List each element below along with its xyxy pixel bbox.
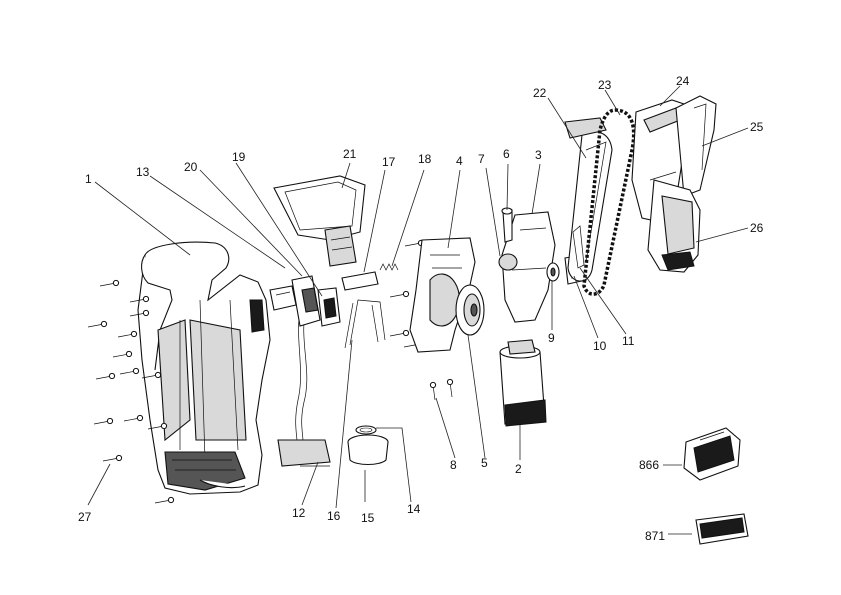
part-17-pin — [341, 271, 379, 291]
label-871: 871 — [645, 529, 665, 543]
part-6-bolt — [501, 207, 513, 243]
part-20-trigger — [291, 275, 321, 327]
part-8-screws — [429, 378, 454, 401]
leader-lines — [87, 85, 749, 535]
part-22-guide-bar — [564, 117, 613, 282]
label-17: 17 — [382, 155, 396, 169]
part-9-washer — [546, 262, 560, 282]
label-18: 18 — [418, 152, 432, 166]
screws-group — [87, 239, 425, 504]
part-3-drive-cover — [501, 211, 556, 323]
battery-871 — [695, 513, 749, 545]
label-19: 19 — [232, 150, 246, 164]
part-labels: 1 13 20 19 21 17 18 4 7 6 3 22 23 24 25 … — [78, 74, 764, 543]
label-14: 14 — [407, 502, 421, 516]
label-16: 16 — [327, 509, 341, 523]
part-16-bracket — [344, 299, 386, 349]
label-9: 9 — [548, 331, 555, 345]
part-26-guard — [647, 179, 701, 273]
label-26: 26 — [750, 221, 764, 235]
label-13: 13 — [136, 165, 150, 179]
battery-866 — [683, 427, 741, 481]
part-2-motor — [499, 339, 547, 440]
part-5-sprocket — [455, 284, 485, 336]
part-1-housing — [137, 241, 271, 495]
part-14-ring — [355, 425, 377, 435]
label-1: 1 — [85, 172, 92, 186]
label-8: 8 — [450, 458, 457, 472]
label-6: 6 — [503, 147, 510, 161]
label-24: 24 — [676, 74, 690, 88]
label-10: 10 — [593, 339, 607, 353]
part-7-nut — [498, 253, 518, 271]
label-23: 23 — [598, 78, 612, 92]
part-13-switch — [269, 285, 297, 311]
label-5: 5 — [481, 456, 488, 470]
part-15-cap — [347, 434, 389, 466]
part-12-wiring — [277, 309, 331, 467]
part-18-spring — [379, 263, 399, 271]
label-27: 27 — [78, 510, 92, 524]
label-3: 3 — [535, 148, 542, 162]
label-20: 20 — [184, 160, 198, 174]
part-19-lock-button — [317, 287, 341, 327]
label-7: 7 — [478, 152, 485, 166]
part-25-bar-cover — [675, 95, 717, 197]
label-12: 12 — [292, 506, 306, 520]
part-23-chain — [582, 108, 636, 296]
label-2: 2 — [515, 462, 522, 476]
label-4: 4 — [456, 154, 463, 168]
part-4-gear-housing — [409, 237, 476, 353]
part-21-top-cover — [273, 175, 366, 267]
label-22: 22 — [533, 86, 547, 100]
label-21: 21 — [343, 147, 357, 161]
part-11-bar-bolt — [572, 225, 585, 269]
label-11: 11 — [622, 334, 635, 348]
label-25: 25 — [750, 120, 764, 134]
label-15: 15 — [361, 511, 375, 525]
label-866: 866 — [639, 458, 659, 472]
